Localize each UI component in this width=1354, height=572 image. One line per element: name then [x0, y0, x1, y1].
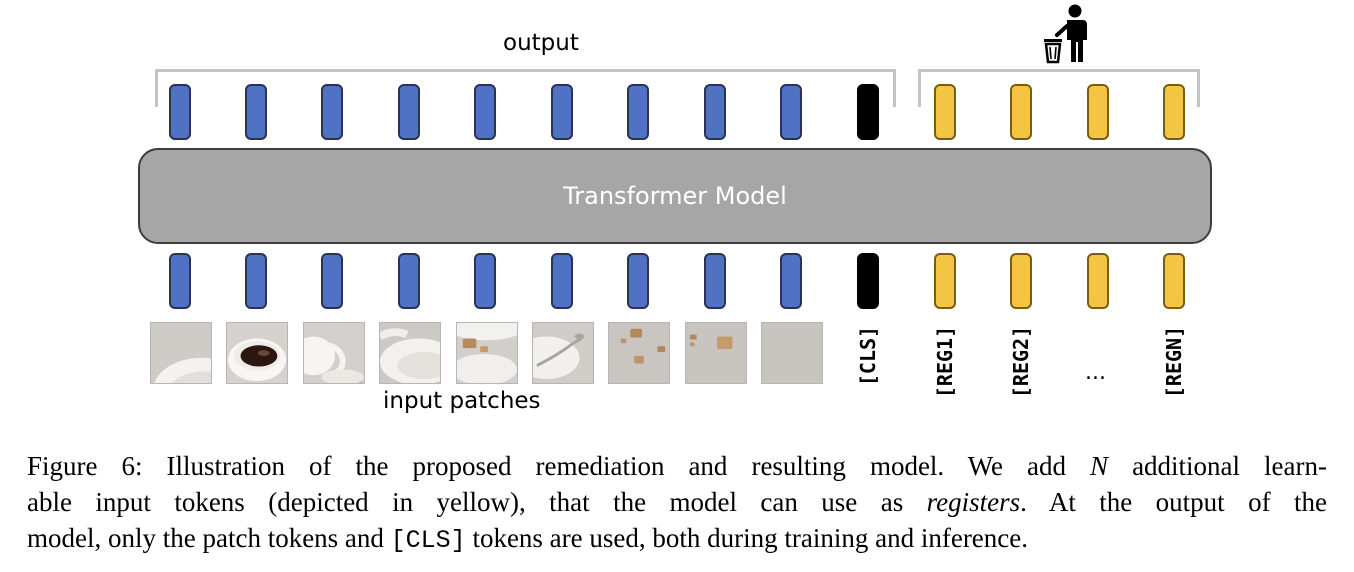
image-patch — [303, 322, 365, 384]
discard-bracket — [918, 69, 1200, 107]
input-patch-token — [321, 253, 343, 309]
transformer-model-box: Transformer Model — [138, 148, 1212, 244]
input-cls-token — [857, 253, 879, 309]
person-trash-icon — [1044, 4, 1087, 64]
input-patch-token — [551, 253, 573, 309]
output-patch-token — [398, 84, 420, 140]
input-register-token — [934, 253, 956, 309]
output-register-token — [1163, 84, 1185, 140]
input-patches-label: input patches — [383, 388, 541, 414]
output-patch-token — [780, 84, 802, 140]
output-patch-token — [627, 84, 649, 140]
output-patch-token — [245, 84, 267, 140]
input-patch-token — [780, 253, 802, 309]
caption-italic-registers: registers — [926, 487, 1021, 517]
output-label: output — [503, 30, 579, 56]
image-patch — [150, 322, 212, 384]
reg1-label: [REG1] — [933, 325, 957, 399]
input-register-token — [1087, 253, 1109, 309]
image-patch — [761, 322, 823, 384]
transformer-model-label: Transformer Model — [563, 182, 787, 210]
image-patch — [685, 322, 747, 384]
output-patch-token — [321, 84, 343, 140]
caption-text: Figure 6: Illustration of the proposed r… — [27, 451, 1067, 481]
image-patch — [379, 322, 441, 384]
output-register-token — [1087, 84, 1109, 140]
caption-text: model, only the patch tokens and — [27, 523, 384, 553]
caption-line-1: Figure 6: Illustration of the proposed r… — [27, 448, 1327, 484]
image-patch — [456, 322, 518, 384]
output-cls-token — [857, 84, 879, 140]
input-patch-token — [627, 253, 649, 309]
output-register-token — [934, 84, 956, 140]
figure-diagram: output Transformer Model — [138, 4, 1212, 414]
image-patch — [532, 322, 594, 384]
caption-text: . At the output of the — [1020, 487, 1327, 517]
input-patch-token — [704, 253, 726, 309]
input-register-token — [1010, 253, 1032, 309]
input-patch-token — [169, 253, 191, 309]
caption-mono-cls: [CLS] — [390, 526, 466, 555]
image-patch — [226, 322, 288, 384]
caption-text: tokens are used, both during training an… — [472, 523, 1029, 553]
input-register-token — [1163, 253, 1185, 309]
output-patch-token — [169, 84, 191, 140]
input-patch-token — [245, 253, 267, 309]
cls-label: [CLS] — [856, 325, 880, 387]
caption-line-3: model, only the patch tokens and [CLS] t… — [27, 520, 1327, 559]
output-patch-token — [704, 84, 726, 140]
output-register-token — [1010, 84, 1032, 140]
input-patch-token — [474, 253, 496, 309]
output-bracket — [155, 69, 896, 107]
ellipsis-label: ... — [1085, 360, 1106, 385]
caption-text: able input tokens (depicted in yellow), … — [27, 487, 904, 517]
caption-line-2: able input tokens (depicted in yellow), … — [27, 484, 1327, 520]
regn-label: [REGN] — [1162, 325, 1186, 399]
input-patch-token — [398, 253, 420, 309]
caption-text: additional learn- — [1132, 451, 1327, 481]
output-patch-token — [551, 84, 573, 140]
figure-caption: Figure 6: Illustration of the proposed r… — [27, 448, 1327, 559]
caption-math-n: N — [1090, 451, 1109, 481]
image-patch — [608, 322, 670, 384]
output-patch-token — [474, 84, 496, 140]
reg2-label: [REG2] — [1009, 325, 1033, 399]
